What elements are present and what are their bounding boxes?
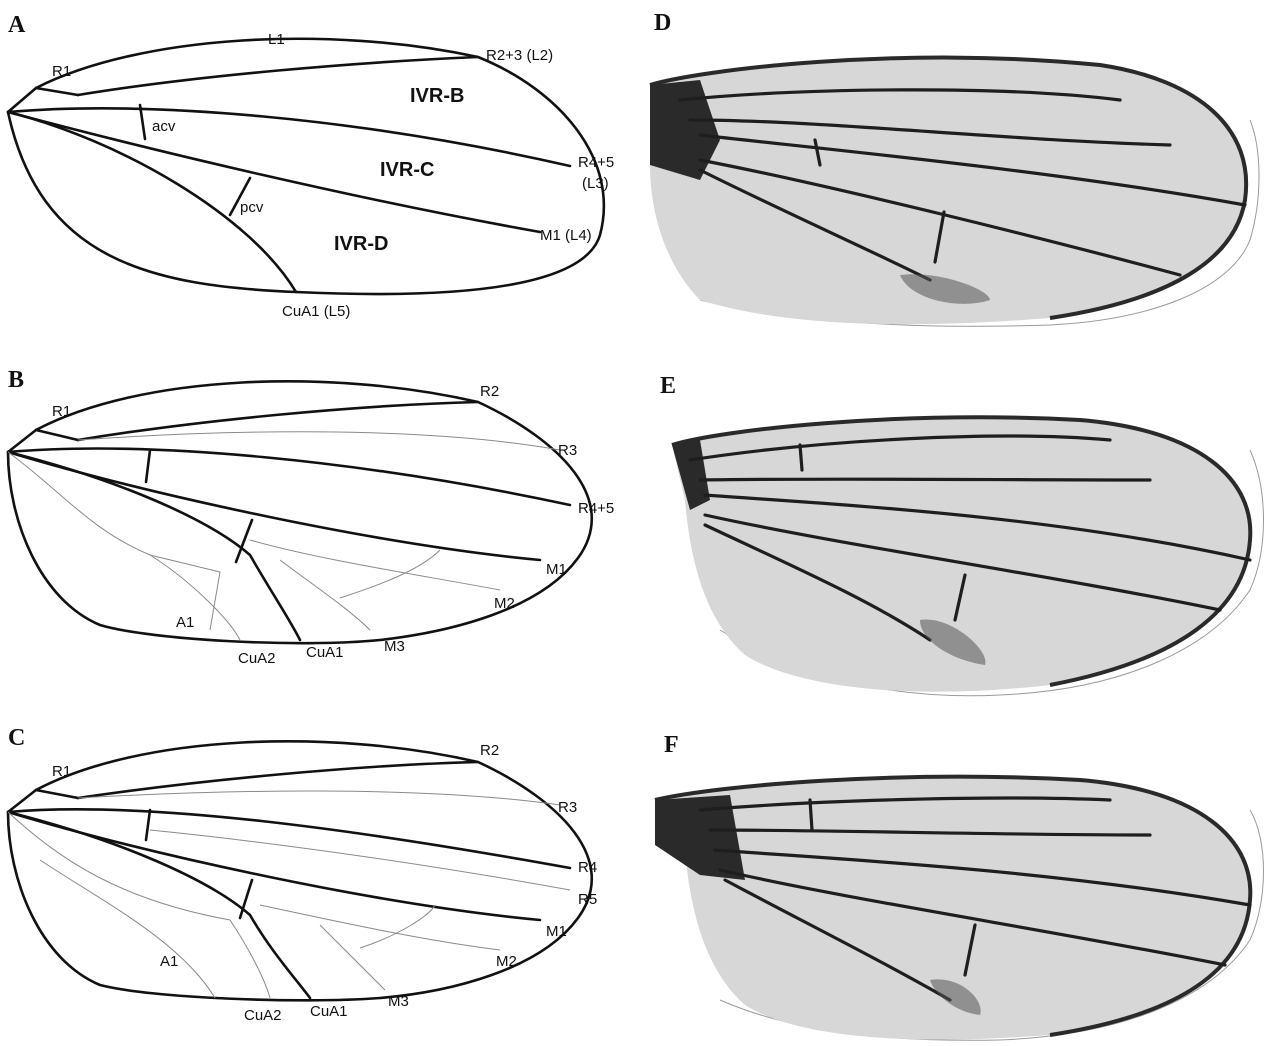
vein-r4-c: [8, 809, 570, 868]
vein-cua2-b: [150, 555, 240, 640]
label-m2-c: M2: [496, 953, 517, 970]
vein-a1-branch-c: [40, 860, 215, 998]
vein-r1-b: [36, 430, 78, 440]
wing-outline-a: [8, 39, 604, 294]
vein-cua2-c: [230, 920, 270, 998]
crossvein-acv-c: [146, 810, 150, 840]
label-l1-a: L1: [268, 31, 285, 48]
label-pcv-a: pcv: [240, 199, 264, 216]
label-m3-b: M3: [384, 638, 405, 655]
label-cua2-c: CuA2: [244, 1007, 282, 1024]
panel-letter-d: D: [654, 10, 671, 36]
label-r45-b: R4+5: [578, 500, 614, 517]
label-cua1-b: CuA1: [306, 644, 344, 661]
vein-a1-c: [8, 812, 230, 920]
panel-e-photo: E: [660, 373, 1264, 696]
label-r2-b: R2: [480, 383, 499, 400]
vein-r1-a: [36, 88, 78, 95]
vein-r3-b: [78, 432, 560, 450]
label-m1-b: M1: [546, 561, 567, 578]
vein-r45-a: [8, 108, 570, 166]
label-m2-b: M2: [494, 595, 515, 612]
vein-m-link-b: [340, 550, 440, 598]
panel-a-diagram: A L1 R1 R2+3 (L2) acv R4+5 (L3) pcv M1 (…: [8, 12, 614, 320]
vein-m1-a: [8, 112, 540, 232]
panel-letter-f: F: [664, 732, 679, 758]
label-r5-c: R5: [578, 891, 597, 908]
region-ivr-b: IVR-B: [410, 85, 464, 107]
vein-cua1-c: [8, 812, 310, 998]
label-r45-a: R4+5: [578, 154, 614, 171]
vein-photo-e-2: [700, 479, 1150, 480]
label-r1-a: R1: [52, 63, 71, 80]
vein-r1-c: [36, 790, 78, 798]
label-r1-b: R1: [52, 403, 71, 420]
label-acv-a: acv: [152, 118, 176, 135]
vein-cua1-b: [8, 452, 300, 640]
region-ivr-c: IVR-C: [380, 159, 434, 181]
crossvein-photo-e-1: [800, 445, 802, 470]
vein-m1-b: [8, 452, 540, 560]
label-cua1-c: CuA1: [310, 1003, 348, 1020]
region-ivr-d: IVR-D: [334, 233, 388, 255]
panel-letter-c: C: [8, 725, 25, 751]
panel-f-photo: F: [655, 732, 1264, 1040]
panel-letter-b: B: [8, 367, 24, 393]
vein-a1-b: [8, 452, 220, 630]
vein-m-link-c: [360, 905, 435, 948]
crossvein-photo-f-1: [810, 800, 812, 830]
vein-r5-c: [150, 830, 570, 890]
label-r3-b: R3: [558, 442, 577, 459]
label-cua2-b: CuA2: [238, 650, 276, 667]
label-r1-c: R1: [52, 763, 71, 780]
panel-letter-e: E: [660, 373, 676, 399]
label-cua1-a: CuA1 (L5): [282, 303, 350, 320]
panel-b-diagram: B R1 R2 R3 R4+5 M1 M2 M3 A1 CuA2 CuA1: [8, 367, 614, 667]
label-m3-c: M3: [388, 993, 409, 1010]
label-a1-c: A1: [160, 953, 178, 970]
label-m1-a: M1 (L4): [540, 227, 592, 244]
label-r23-a: R2+3 (L2): [486, 47, 553, 64]
label-r2-c: R2: [480, 742, 499, 759]
label-l3-a: (L3): [582, 175, 609, 192]
panel-letter-a: A: [8, 12, 26, 38]
vein-m3-c: [320, 925, 385, 990]
vein-m3-b: [280, 560, 370, 630]
panel-c-diagram: C R1 R2 R3 R4 R5 M1 M2 M3 A1 CuA2 CuA1: [8, 725, 597, 1024]
label-r3-c: R3: [558, 799, 577, 816]
vein-r3-c: [78, 791, 560, 805]
label-m1-c: M1: [546, 923, 567, 940]
vein-m1-c: [8, 812, 540, 920]
panel-d-photo: D: [650, 10, 1259, 326]
label-a1-b: A1: [176, 614, 194, 631]
label-r4-c: R4: [578, 859, 597, 876]
crossvein-acv-b: [146, 450, 150, 482]
